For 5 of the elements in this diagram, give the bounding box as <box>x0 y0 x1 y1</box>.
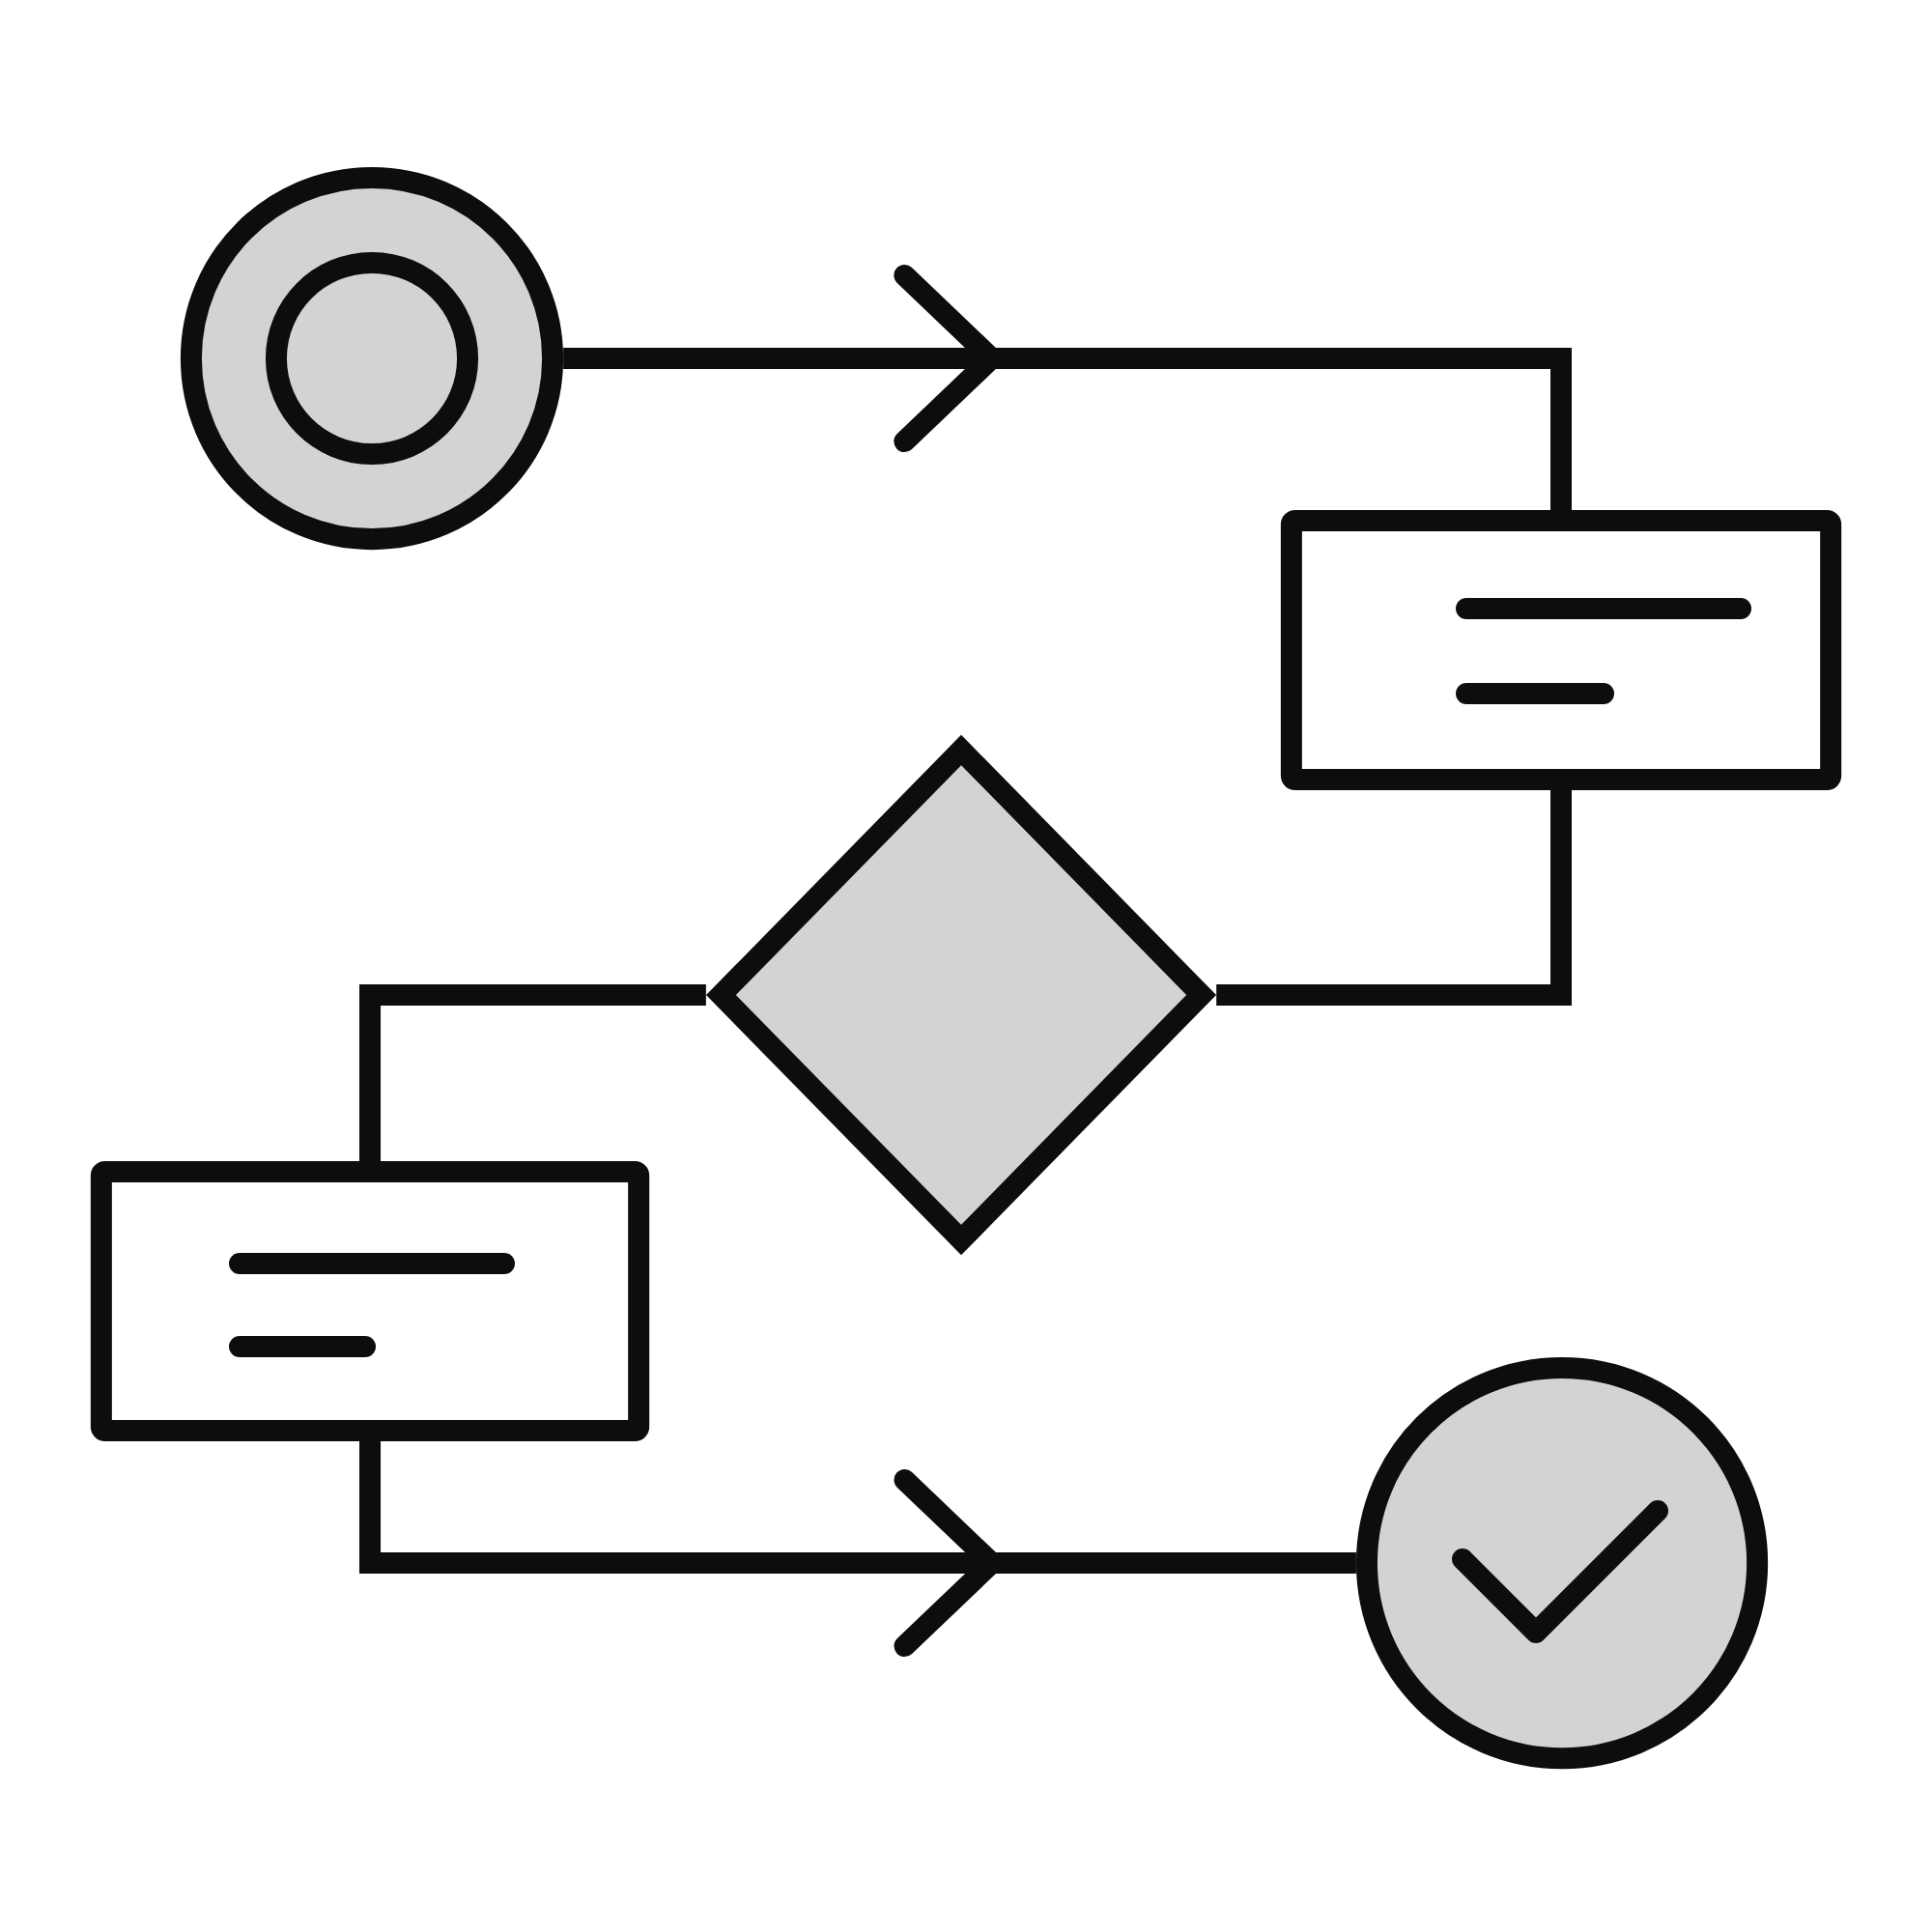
start-circle <box>180 166 564 551</box>
connector-line <box>359 1441 1356 1658</box>
connector-line <box>359 984 706 1161</box>
connector-line <box>1216 790 1573 1007</box>
connector-line <box>563 264 1573 510</box>
